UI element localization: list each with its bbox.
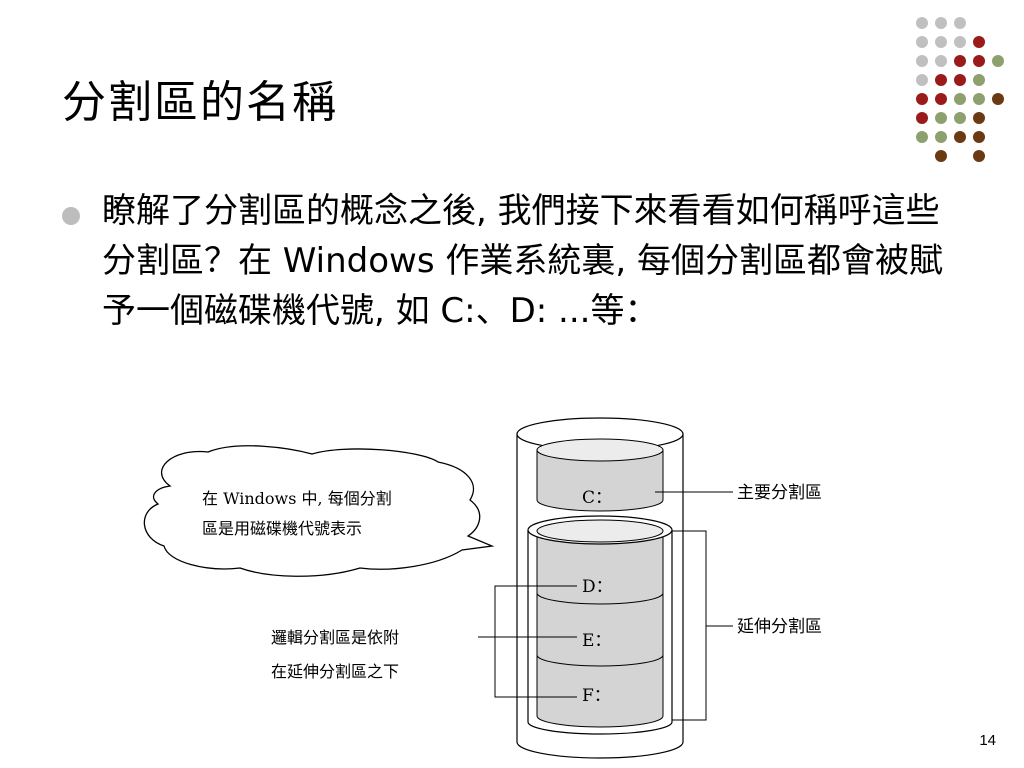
drive-letter-c: C： (582, 488, 612, 508)
partition-diagram: C： D： E： F： 主要分割區 延伸分割區 邏輯分割區是依附 在延伸分割區之… (143, 417, 822, 759)
bubble-line-2: 區是用磁碟機代號表示 (202, 519, 362, 538)
logical-note-bracket (478, 585, 577, 698)
logical-partition-stack (527, 515, 673, 728)
logical-note-line-2: 在延伸分割區之下 (271, 662, 399, 681)
extended-label-bracket (672, 530, 733, 721)
dot-row-7 (916, 131, 985, 143)
bullet-dot-icon (62, 207, 80, 225)
drive-letter-f: F： (582, 686, 611, 706)
dot-row-3 (916, 55, 1004, 67)
dot-row-2 (916, 36, 985, 48)
logical-note-line-1: 邏輯分割區是依附 (271, 628, 399, 647)
primary-partition-label: 主要分割區 (737, 483, 822, 503)
slide-title: 分割區的名稱 (62, 77, 338, 128)
dot-row-8 (935, 150, 985, 162)
bubble-line-1: 在 Windows 中, 每個分割 (202, 489, 392, 508)
dot-row-6 (916, 112, 985, 124)
primary-partition-cylinder (536, 438, 664, 512)
extended-partition-outline (527, 530, 673, 735)
page-number: 14 (979, 732, 996, 749)
speech-bubble (143, 445, 495, 577)
dot-row-4 (916, 74, 985, 86)
bullet-text: 瞭解了分割區的概念之後, 我們接下來看看如何稱呼這些分割區？在 Windows … (102, 191, 944, 331)
dot-row-5 (916, 93, 1004, 105)
dot-row-1 (916, 17, 966, 29)
drive-letter-d: D： (582, 577, 613, 597)
drive-letter-e: E： (582, 631, 611, 651)
extended-partition-label: 延伸分割區 (737, 617, 822, 637)
